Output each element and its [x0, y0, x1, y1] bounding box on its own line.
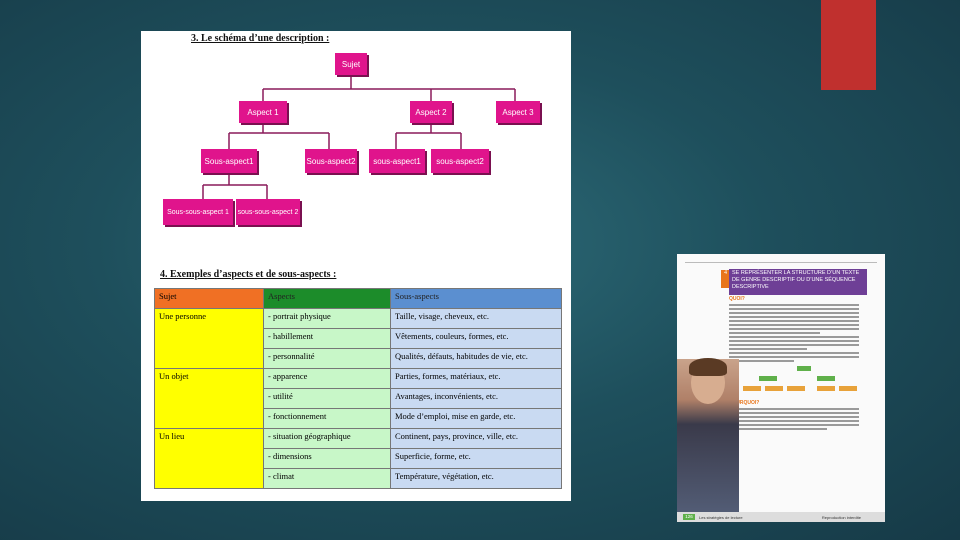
aspect-cell: - personnalité — [264, 349, 391, 369]
strategy-title: SE REPRÉSENTER LA STRUCTURE D’UN TEXTE D… — [729, 269, 867, 295]
header-aspects: Aspects — [264, 289, 391, 309]
aspects-table: Sujet Aspects Sous-aspects Une personne … — [154, 288, 562, 489]
page-number: 126 — [683, 514, 695, 520]
section-quoi: QUOI? — [729, 296, 745, 302]
footer-left-text: Les stratégies de lecture — [699, 515, 743, 520]
red-accent-bar — [821, 0, 876, 90]
sub-aspect-cell: Qualités, défauts, habitudes de vie, etc… — [391, 349, 562, 369]
aspect-cell: - climat — [264, 469, 391, 489]
header-sous-aspects: Sous-aspects — [391, 289, 562, 309]
header-sujet: Sujet — [155, 289, 264, 309]
student-hair — [689, 358, 727, 376]
mini-tree-leaf — [765, 386, 783, 391]
subject-cell: Une personne — [155, 309, 264, 369]
tree-node-aspect2-sub2: sous-aspect2 — [431, 149, 489, 173]
mini-tree-node — [817, 376, 835, 381]
text-block — [729, 408, 859, 432]
tree-node-sous-sous-aspect-2: sous-sous-aspect 2 — [236, 199, 300, 225]
aspect-cell: - utilité — [264, 389, 391, 409]
document-scan: 3. Le schéma d’une description : Sujet A… — [141, 31, 571, 501]
aspect-cell: - habillement — [264, 329, 391, 349]
table-row: Un lieu - situation géographique Contine… — [155, 429, 562, 449]
running-header-line — [685, 260, 877, 263]
sub-aspect-cell: Température, végétation, etc. — [391, 469, 562, 489]
sub-aspect-cell: Vêtements, couleurs, formes, etc. — [391, 329, 562, 349]
tree-node-aspect-3: Aspect 3 — [496, 101, 540, 123]
table-row: Une personne - portrait physique Taille,… — [155, 309, 562, 329]
aspect-cell: - situation géographique — [264, 429, 391, 449]
footer-right-text: Reproduction interdite — [822, 515, 861, 520]
mini-tree-leaf — [817, 386, 835, 391]
subject-cell: Un lieu — [155, 429, 264, 489]
mini-tree-root — [797, 366, 811, 371]
tree-node-aspect-1: Aspect 1 — [239, 101, 287, 123]
aspect-cell: - dimensions — [264, 449, 391, 469]
table-header-row: Sujet Aspects Sous-aspects — [155, 289, 562, 309]
tree-node-aspect1-sub2: Sous-aspect2 — [305, 149, 357, 173]
sub-aspect-cell: Avantages, inconvénients, etc. — [391, 389, 562, 409]
sub-aspect-cell: Continent, pays, province, ville, etc. — [391, 429, 562, 449]
tree-node-subject: Sujet — [335, 53, 367, 75]
textbook-page-thumbnail: 4 SE REPRÉSENTER LA STRUCTURE D’UN TEXTE… — [677, 254, 885, 522]
mini-tree-node — [759, 376, 777, 381]
aspect-cell: - fonctionnement — [264, 409, 391, 429]
text-block — [729, 304, 859, 364]
mini-tree-leaf — [743, 386, 761, 391]
sub-aspect-cell: Mode d’emploi, mise en garde, etc. — [391, 409, 562, 429]
section-4-heading: 4. Exemples d’aspects et de sous-aspects… — [160, 269, 336, 280]
tree-node-aspect1-sub1: Sous-aspect1 — [201, 149, 257, 173]
tree-node-sous-sous-aspect-1: Sous-sous-aspect 1 — [163, 199, 233, 225]
table-row: Un objet - apparence Parties, formes, ma… — [155, 369, 562, 389]
sub-aspect-cell: Superficie, forme, etc. — [391, 449, 562, 469]
mini-tree-leaf — [787, 386, 805, 391]
subject-cell: Un objet — [155, 369, 264, 429]
mini-tree-leaf — [839, 386, 857, 391]
tree-node-aspect2-sub1: sous-aspect1 — [369, 149, 425, 173]
tree-node-aspect-2: Aspect 2 — [410, 101, 452, 123]
sub-aspect-cell: Parties, formes, matériaux, etc. — [391, 369, 562, 389]
sub-aspect-cell: Taille, visage, cheveux, etc. — [391, 309, 562, 329]
aspect-cell: - apparence — [264, 369, 391, 389]
aspect-cell: - portrait physique — [264, 309, 391, 329]
